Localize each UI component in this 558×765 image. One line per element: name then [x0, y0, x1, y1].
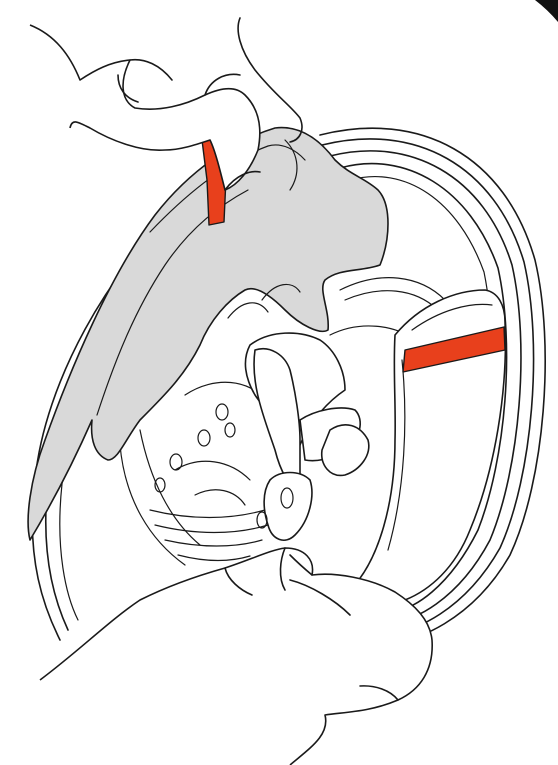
bottom-hand: [39, 547, 433, 765]
vent-hole: [154, 477, 166, 493]
inner-liner: [244, 332, 370, 541]
right-cheek-pad: [349, 289, 507, 603]
vent-hole: [224, 422, 236, 438]
right-red-tab: [402, 326, 506, 373]
top-hand: [29, 17, 303, 191]
snap-button: [256, 511, 268, 529]
corner-mark: [535, 0, 558, 22]
vent-hole: [197, 429, 211, 447]
vent-hole: [215, 403, 229, 421]
snap-button: [280, 487, 294, 509]
